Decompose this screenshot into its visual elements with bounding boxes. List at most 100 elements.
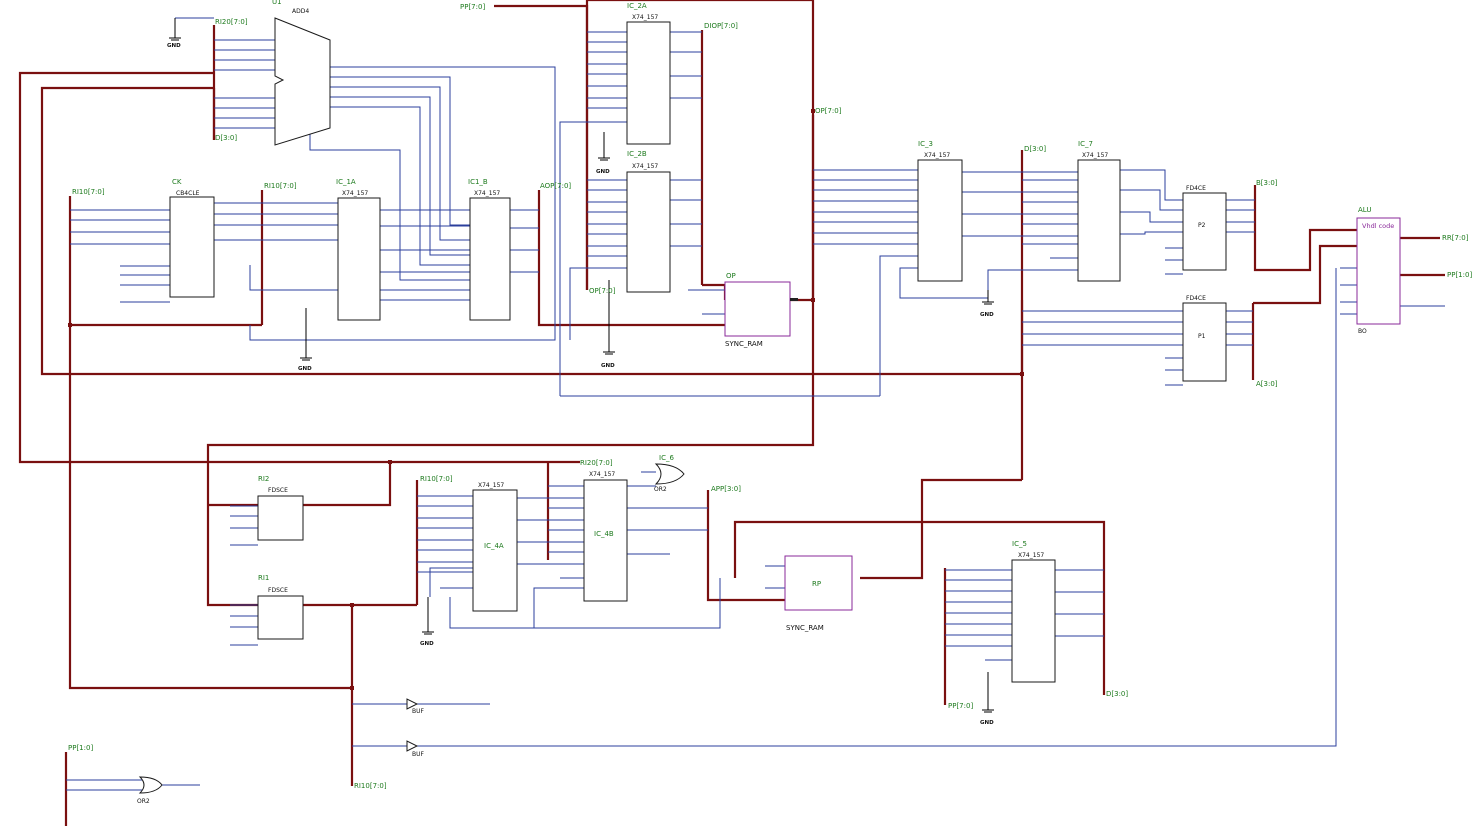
component-type: X74_157: [632, 163, 658, 170]
mux-ic1-b[interactable]: IC1_B X74_157: [468, 178, 511, 321]
mux-ic-2b[interactable]: IC_2B X74_157: [626, 150, 671, 293]
gnd-symbol: [982, 290, 994, 305]
net-label: OP[7:0]: [815, 107, 842, 115]
instance-name: RI1: [258, 574, 269, 582]
component-type: ADD4: [292, 8, 309, 15]
or-gate-bottom[interactable]: OR2: [137, 776, 163, 805]
gnd-label: GND: [420, 641, 434, 647]
instance-name: P1: [1198, 333, 1206, 340]
net-label: D[3:0]: [215, 134, 237, 142]
buffer-2[interactable]: BUF: [406, 740, 425, 758]
instance-name: CK: [172, 178, 182, 186]
gnd-label: GND: [596, 169, 610, 175]
bus-lines: [18, 0, 1445, 826]
net-label: PP[1:0]: [68, 744, 93, 752]
mux-ic-4a[interactable]: X74_157 IC_4A: [472, 482, 518, 612]
net-label: RI10[7:0]: [354, 782, 387, 790]
mux-ic-4b[interactable]: X74_157 IC_4B: [583, 471, 628, 602]
alu-vhdl-block[interactable]: ALU Vhdl code BO: [1356, 206, 1401, 335]
instance-name: IC_4B: [594, 530, 614, 538]
component-type: CB4CLE: [176, 190, 200, 197]
component-type: OR2: [654, 486, 667, 493]
gnd-label: GND: [980, 312, 994, 318]
instance-name: IC_2B: [627, 150, 647, 158]
component-type: SYNC_RAM: [725, 340, 763, 348]
port-label: BO: [1358, 328, 1367, 335]
component-type: X74_157: [342, 190, 368, 197]
component-type: FDSCE: [268, 587, 288, 594]
component-type: X74_157: [1018, 552, 1044, 559]
instance-name: IC_4A: [484, 542, 504, 550]
net-label: RR[7:0]: [1442, 234, 1469, 242]
gnd-symbol: [982, 672, 994, 713]
component-type: X74_157: [924, 152, 950, 159]
adder-add4[interactable]: U1 ADD4: [272, 0, 331, 146]
gnd-label: GND: [298, 366, 312, 372]
ram-rp[interactable]: RP SYNC_RAM: [784, 555, 853, 632]
gnd-label: GND: [601, 363, 615, 369]
component-type: X74_157: [474, 190, 500, 197]
net-label: D[3:0]: [1024, 145, 1046, 153]
component-type: BUF: [412, 708, 425, 715]
net-label: AOP[7:0]: [540, 182, 571, 190]
net-labels: PP[7:0] RI20[7:0] D[3:0] RI10[7:0] AOP[7…: [68, 3, 1472, 790]
register-ri2[interactable]: RI2 FDSCE: [257, 475, 304, 541]
net-label: PP[7:0]: [948, 702, 973, 710]
gnd-symbol: [169, 18, 181, 41]
net-label: B[3:0]: [1256, 179, 1278, 187]
component-type: SYNC_RAM: [786, 624, 824, 632]
component-type: X74_157: [1082, 152, 1108, 159]
gnd-symbol: [300, 308, 312, 361]
bus-junctions: [68, 109, 1024, 690]
counter-ck[interactable]: CK CB4CLE: [169, 178, 215, 298]
instance-name: RI2: [258, 475, 269, 483]
instance-name: IC_5: [1012, 540, 1027, 548]
component-type: X74_157: [478, 482, 504, 489]
component-type: X74_157: [632, 14, 658, 21]
mux-ic-7[interactable]: IC_7 X74_157: [1077, 140, 1121, 282]
component-type: FDSCE: [268, 487, 288, 494]
net-label: RI20[7:0]: [215, 18, 248, 26]
instance-name: U1: [272, 0, 282, 6]
mux-ic-5[interactable]: IC_5 X74_157: [1011, 540, 1056, 683]
net-label: RI20[7:0]: [580, 459, 613, 467]
component-type: FD4CE: [1186, 295, 1206, 302]
mux-ic-3[interactable]: IC_3 X74_157: [917, 140, 963, 282]
gnd-label: GND: [980, 720, 994, 726]
component-type: Vhdl code: [1362, 222, 1394, 230]
net-label: RI10[7:0]: [264, 182, 297, 190]
net-label: PP[1:0]: [1447, 271, 1472, 279]
gnd-symbol: [598, 132, 610, 161]
gnd-symbol: [603, 280, 615, 355]
component-type: BUF: [412, 751, 425, 758]
buffer-1[interactable]: BUF: [406, 698, 425, 715]
signal-wires: [66, 17, 1445, 791]
net-label: A[3:0]: [1256, 380, 1278, 388]
component-type: OR2: [137, 798, 150, 805]
instance-name: IC_3: [918, 140, 933, 148]
ground-symbols: [169, 18, 994, 713]
instance-name: IC_2A: [627, 2, 647, 10]
register-p2[interactable]: FD4CE P2: [1182, 185, 1227, 271]
mux-ic-2a[interactable]: IC_2A X74_157: [626, 2, 671, 145]
instance-name: P2: [1198, 222, 1206, 229]
instance-name: IC_7: [1078, 140, 1093, 148]
net-label: RI10[7:0]: [420, 475, 453, 483]
instance-name: OP: [726, 272, 736, 280]
net-label: DIOP[7:0]: [704, 22, 738, 30]
net-label: OP[7:0]: [589, 287, 616, 295]
component-type: X74_157: [589, 471, 615, 478]
mux-ic-1a[interactable]: IC_1A X74_157: [336, 178, 381, 321]
ground-labels: GND GND GND GND GND GND GND: [167, 43, 994, 726]
ram-op[interactable]: OP SYNC_RAM: [724, 272, 798, 348]
net-label: D[3:0]: [1106, 690, 1128, 698]
instance-name: IC1_B: [468, 178, 488, 186]
instance-name: IC_6: [659, 454, 674, 462]
gnd-symbol: [422, 597, 434, 635]
or-gate-ic-6[interactable]: IC_6 OR2: [654, 454, 685, 493]
instance-name: IC_1A: [336, 178, 356, 186]
gnd-label: GND: [167, 43, 181, 49]
register-p1[interactable]: FD4CE P1: [1182, 295, 1227, 382]
register-ri1[interactable]: RI1 FDSCE: [257, 574, 304, 640]
